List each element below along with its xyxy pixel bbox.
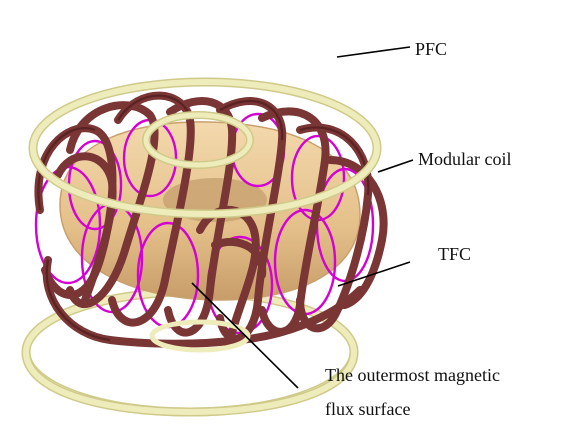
flux-surface-label-line1: The outermost magnetic [325,365,500,385]
modular-coil-label: Modular coil [418,149,511,169]
pfc-lower-ring-front [26,352,354,412]
tfc-label: TFC [438,244,471,264]
flux-surface-label-line2: flux surface [325,399,410,419]
pfc-label: PFC [415,39,447,59]
pfc-leader-line [337,47,410,57]
modular-coil-leader-line [378,160,413,172]
pfc-lower-ring-front-face [26,352,354,412]
